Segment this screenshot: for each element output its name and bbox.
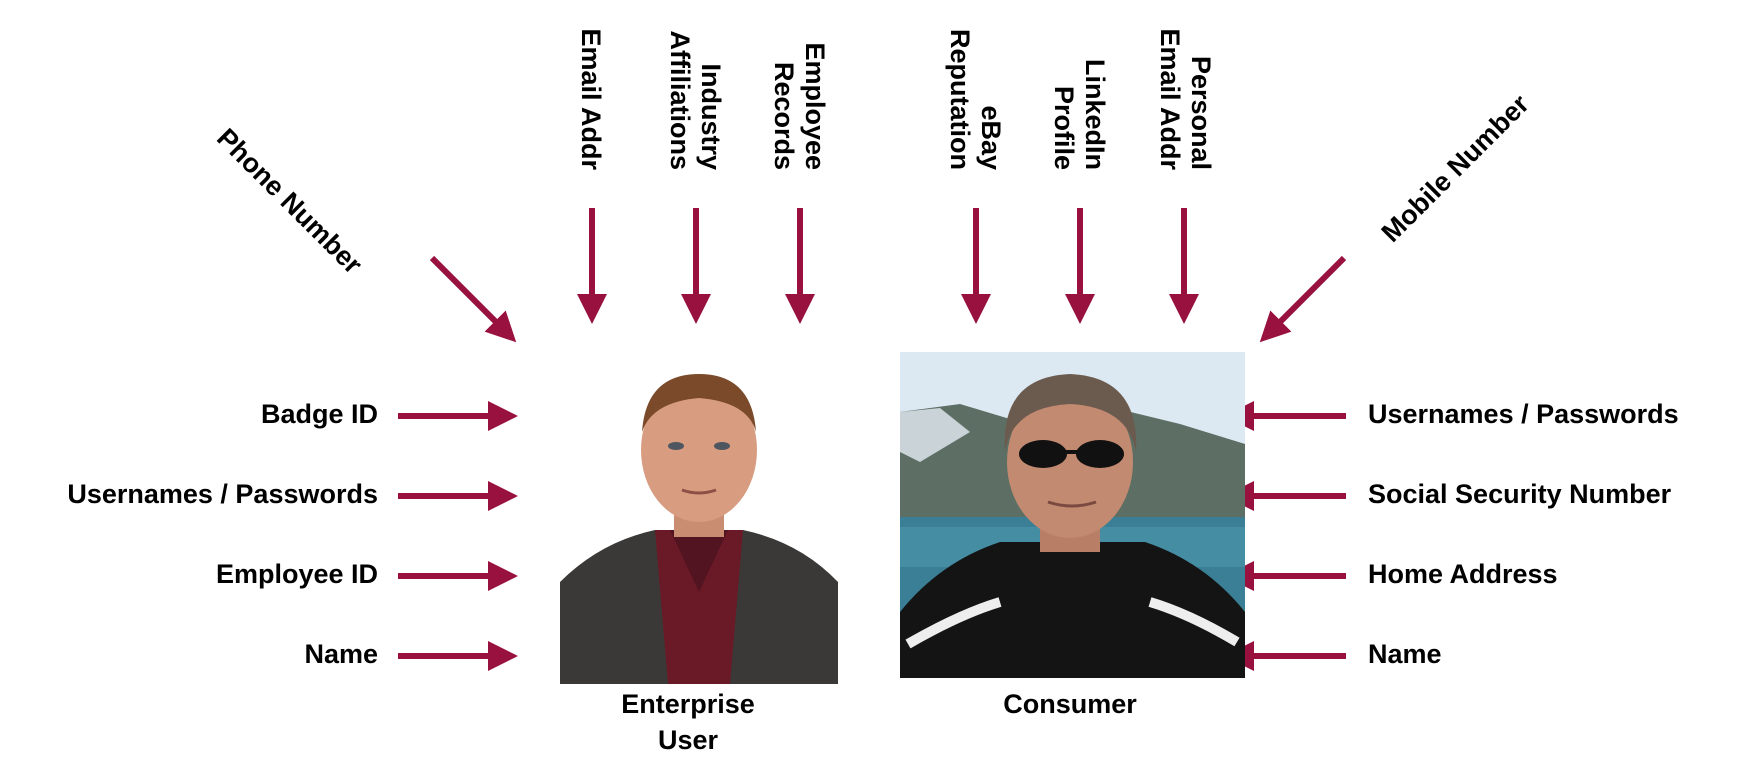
consumer-label-usernames-passwords: Usernames / Passwords (1368, 399, 1679, 429)
enterprise-user-photo (560, 362, 838, 684)
consumer-label-home-address: Home Address (1368, 559, 1558, 589)
consumer-label-linkedin-profile: LinkedIn Profile (1049, 58, 1110, 170)
enterprise-label-employee-id: Employee ID (215, 559, 378, 589)
enterprise-label-usernames-passwords: Usernames / Passwords (67, 479, 378, 509)
arrow-enterprise-phone-number (429, 255, 517, 343)
enterprise-label-industry-affiliations: Industry Affiliations (665, 30, 726, 171)
consumer-label-ebay-reputation: eBay Reputation (945, 29, 1006, 170)
enterprise-label-name: Name (304, 639, 378, 669)
consumer-label-personal-email-addr: Personal Email Addr (1155, 28, 1216, 170)
consumer-label-name: Name (1368, 639, 1442, 669)
consumer-photo (900, 352, 1245, 678)
arrow-consumer-mobile-number (1259, 255, 1347, 343)
consumer-label-social-security-number: Social Security Number (1368, 479, 1672, 509)
enterprise-label-badge-id: Badge ID (260, 399, 378, 429)
enterprise-user-caption: Enterprise User (621, 689, 755, 755)
enterprise-label-email-addr: Email Addr (576, 28, 606, 170)
consumer-caption: Consumer (1003, 689, 1137, 719)
enterprise-label-employee-records: Employee Records (769, 42, 830, 170)
